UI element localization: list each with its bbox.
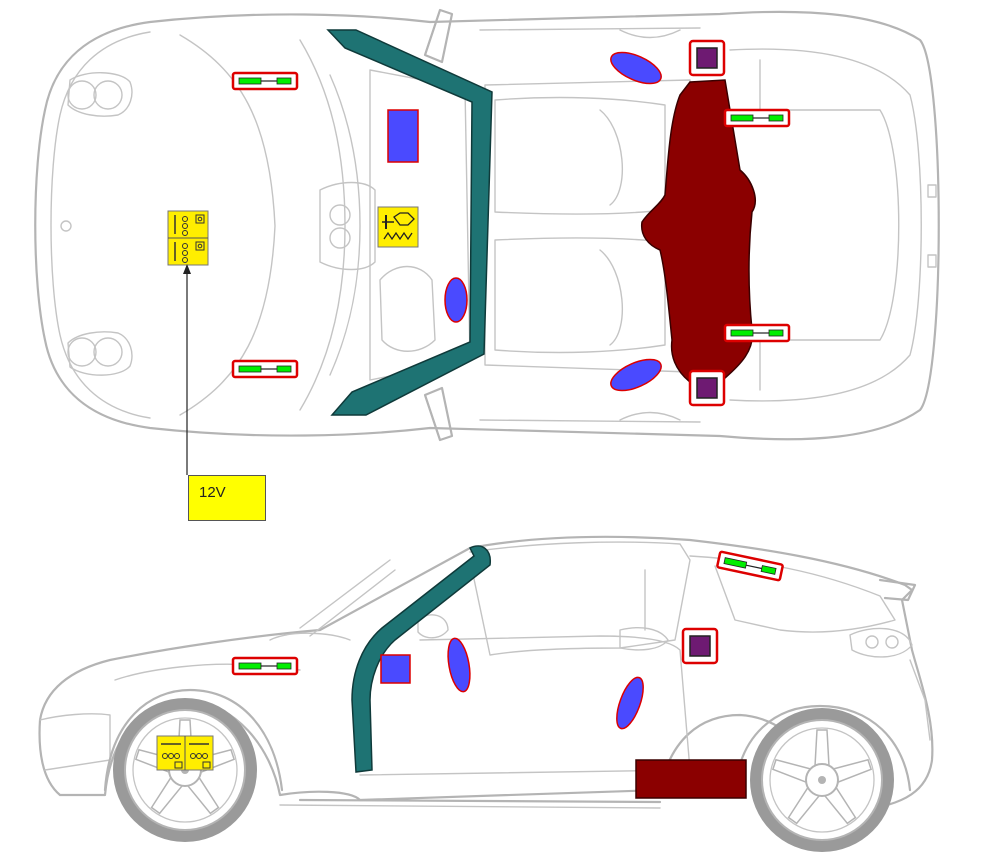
airbag-icon — [610, 51, 662, 85]
airbag-icon — [380, 654, 411, 684]
rollbar-reinforcement-side — [635, 759, 747, 799]
rollbar-reinforcement-top — [640, 79, 756, 383]
gas-strut-icon — [231, 656, 299, 676]
airbag-icon — [444, 277, 468, 323]
voltage-label: 12V — [188, 475, 266, 521]
airbag-icon — [387, 109, 419, 163]
gas-strut-icon — [231, 71, 299, 91]
side-view — [38, 535, 934, 853]
a-pillar-reinforcement-side — [351, 545, 491, 773]
airbag-icon — [447, 637, 471, 693]
gas-strut-icon — [231, 359, 299, 379]
control-unit-icon — [688, 39, 726, 77]
top-view — [34, 8, 940, 475]
airbag-icon — [616, 676, 644, 730]
battery-icon — [167, 210, 209, 266]
a-pillar-reinforcement-top — [326, 29, 493, 416]
airbag-icon — [610, 358, 662, 392]
gas-strut-icon — [723, 323, 791, 343]
rear-wheel — [749, 707, 895, 853]
top-body-outline — [34, 10, 940, 441]
gas-strut-icon — [723, 108, 791, 128]
gas-strut-icon — [715, 550, 785, 582]
seatbelt-pretensioner-icon — [377, 206, 419, 248]
control-unit-icon — [681, 627, 719, 665]
control-unit-icon — [688, 369, 726, 407]
battery-icon — [156, 735, 214, 771]
